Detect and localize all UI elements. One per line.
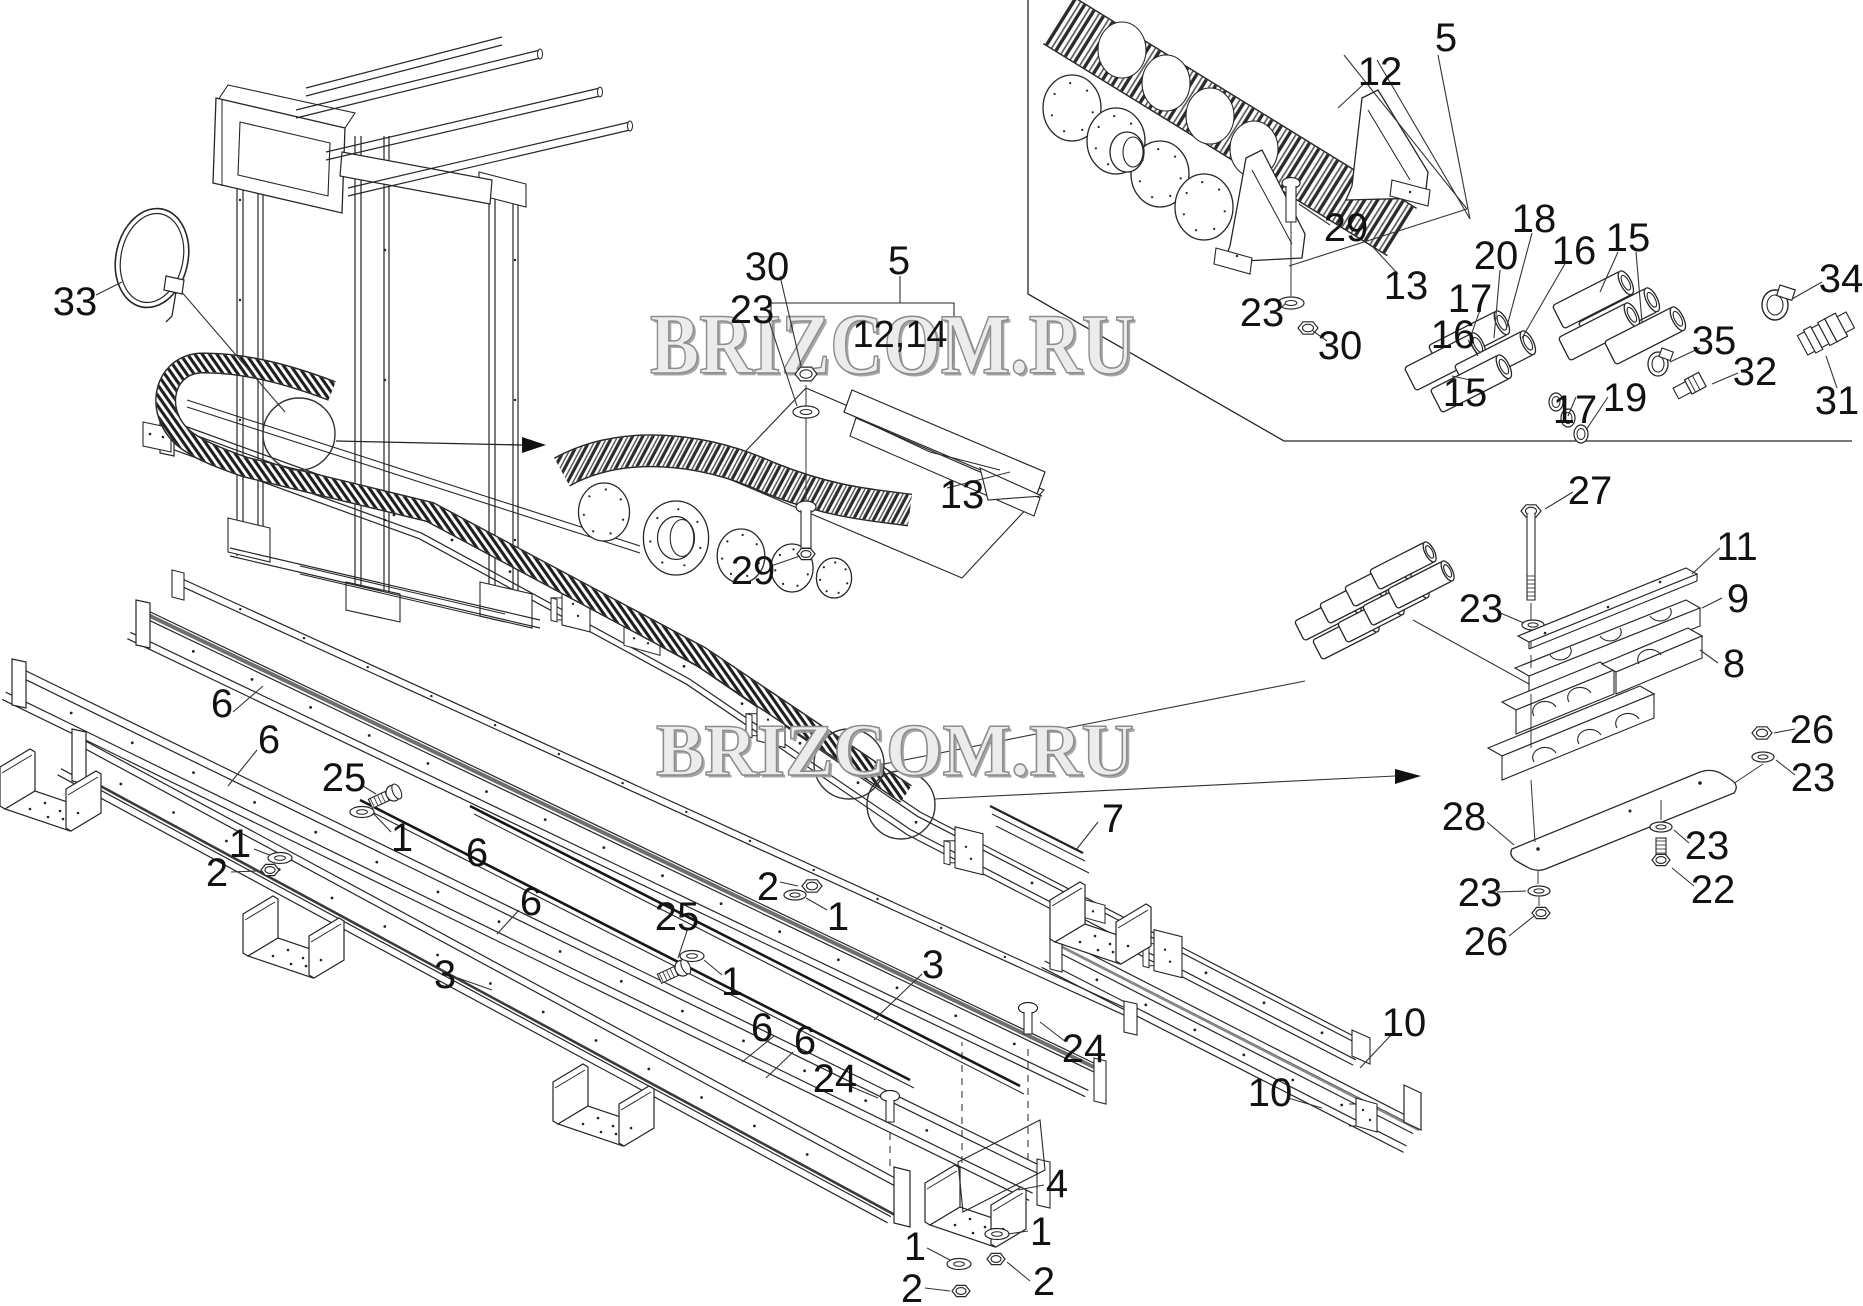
svg-text:6: 6 [794, 1019, 816, 1063]
svg-text:25: 25 [655, 895, 700, 939]
svg-text:3: 3 [922, 943, 944, 987]
svg-text:15: 15 [1443, 371, 1488, 415]
svg-text:17: 17 [1553, 388, 1598, 432]
svg-text:1: 1 [391, 816, 413, 860]
svg-text:13: 13 [940, 473, 985, 517]
svg-text:BRIZCOM.RU: BRIZCOM.RU [656, 710, 1134, 792]
svg-text:23: 23 [730, 288, 775, 332]
svg-text:2: 2 [206, 851, 228, 895]
svg-text:BRIZCOM.RU: BRIZCOM.RU [650, 296, 1135, 392]
svg-text:2: 2 [757, 865, 779, 909]
svg-text:23: 23 [1458, 871, 1503, 915]
svg-text:20: 20 [1474, 234, 1519, 278]
svg-text:17: 17 [1448, 277, 1493, 321]
svg-text:24: 24 [1062, 1027, 1107, 1071]
svg-text:1: 1 [827, 895, 849, 939]
svg-text:7: 7 [1102, 797, 1124, 841]
svg-text:16: 16 [1552, 229, 1597, 273]
svg-text:29: 29 [731, 549, 776, 593]
svg-text:6: 6 [466, 831, 488, 875]
svg-text:23: 23 [1685, 824, 1730, 868]
svg-text:1: 1 [229, 822, 251, 866]
svg-text:3: 3 [434, 953, 456, 997]
svg-text:5: 5 [1435, 16, 1457, 60]
svg-text:24: 24 [813, 1057, 858, 1101]
svg-text:32: 32 [1733, 350, 1778, 394]
svg-text:25: 25 [322, 756, 367, 800]
svg-text:23: 23 [1459, 587, 1504, 631]
svg-text:23: 23 [1240, 291, 1285, 335]
svg-text:6: 6 [211, 682, 233, 726]
svg-text:30: 30 [1318, 324, 1363, 368]
svg-text:11: 11 [1716, 525, 1758, 569]
svg-text:2: 2 [1033, 1260, 1055, 1304]
svg-text:28: 28 [1442, 795, 1487, 839]
svg-text:BRIZCOM.RU: BRIZCOM.RU [659, 713, 1137, 795]
svg-text:27: 27 [1568, 469, 1613, 513]
svg-text:6: 6 [751, 1006, 773, 1050]
svg-text:31: 31 [1815, 379, 1860, 423]
svg-text:6: 6 [258, 718, 280, 762]
svg-text:30: 30 [745, 245, 790, 289]
svg-text:BRIZCOM.RU: BRIZCOM.RU [653, 299, 1138, 395]
svg-text:23: 23 [1791, 756, 1836, 800]
svg-text:35: 35 [1692, 319, 1737, 363]
svg-text:18: 18 [1512, 197, 1557, 241]
svg-text:6: 6 [520, 880, 542, 924]
svg-text:4: 4 [1046, 1162, 1068, 1206]
svg-text:19: 19 [1603, 376, 1648, 420]
svg-text:10: 10 [1382, 1001, 1427, 1045]
svg-text:26: 26 [1464, 920, 1509, 964]
svg-text:9: 9 [1727, 577, 1749, 621]
svg-text:8: 8 [1723, 642, 1745, 686]
svg-text:16: 16 [1431, 313, 1476, 357]
svg-text:2: 2 [901, 1267, 923, 1306]
svg-text:1: 1 [1030, 1210, 1052, 1254]
svg-text:12: 12 [1358, 50, 1403, 94]
svg-text:1: 1 [721, 960, 743, 1004]
svg-text:15: 15 [1606, 216, 1651, 260]
svg-text:1: 1 [904, 1225, 926, 1269]
svg-text:26: 26 [1790, 708, 1835, 752]
svg-text:22: 22 [1691, 868, 1736, 912]
svg-text:33: 33 [53, 280, 98, 324]
svg-text:29: 29 [1324, 206, 1369, 250]
svg-text:5: 5 [888, 239, 910, 283]
svg-text:34: 34 [1819, 257, 1863, 301]
svg-text:12,14: 12,14 [852, 314, 947, 356]
svg-text:10: 10 [1248, 1071, 1293, 1115]
svg-text:13: 13 [1384, 264, 1429, 308]
